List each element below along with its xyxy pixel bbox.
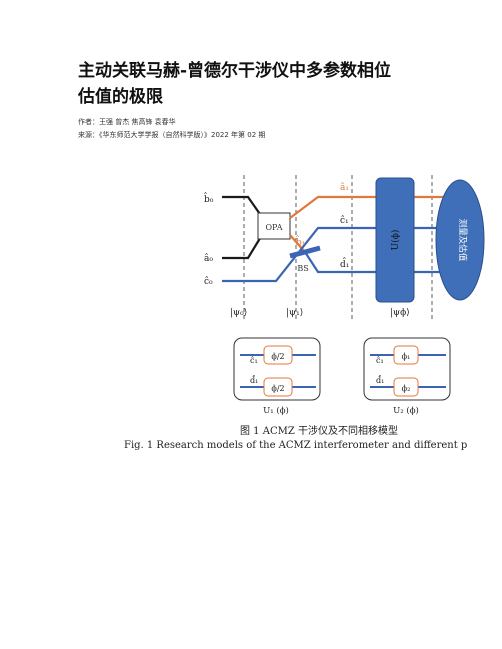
u2-phase-top-label: ϕ₁ [402, 352, 411, 361]
u2-label-d1: d̂₁ [376, 374, 384, 385]
u2-caption: U₂ (ϕ) [393, 405, 419, 416]
figure-caption-zh: 图 1 ACMZ 干涉仪及不同相移模型 [240, 426, 398, 437]
label-psiphi: |ψϕ⟩ [390, 308, 410, 318]
u2-box [363, 337, 451, 401]
figure-acmz: OPA BS U(ϕ) 测量及估值 b̂₀ â₀ ĉ₀ â₁ ĉ₁ d̂₁ b̂… [0, 160, 502, 465]
beam-a1 [289, 195, 460, 219]
label-psi0: |ψ₀⟩ [230, 308, 247, 318]
u1-phase-bottom [263, 377, 293, 397]
article-title-line1: 主动关联马赫-曾德尔干涉仪中多参数相位 [78, 61, 392, 81]
beam-b0 [222, 195, 263, 218]
u2-phase-bottom-label: ϕ₂ [402, 384, 411, 393]
uphi-box [375, 177, 415, 303]
article-title: 主动关联马赫-曾德尔干涉仪中多参数相位 估值的极限 [78, 58, 438, 110]
label-d1: d̂₁ [340, 257, 349, 270]
source-line: 来源：《华东师范大学学报（自然科学版）》2022 年第 02 期 [78, 131, 266, 139]
beam-splitter [289, 245, 321, 259]
bs-label: BS [297, 264, 308, 273]
u1-phase-top-label: ϕ/2 [271, 352, 284, 361]
opa-box [257, 212, 291, 240]
u1-box [233, 337, 321, 401]
beam-a0 [222, 234, 263, 260]
u2-label-c1: ĉ₁ [376, 356, 384, 365]
label-psi1: |ψ₁⟩ [286, 308, 303, 318]
label-a0: â₀ [204, 253, 213, 264]
label-c0: ĉ₀ [204, 276, 213, 287]
u1-caption: U₁ (ϕ) [263, 405, 289, 416]
label-b0: b̂₀ [204, 192, 214, 205]
u1-phase-bottom-label: ϕ/2 [271, 384, 284, 393]
authors-line: 作者：王强 曾杰 焦高锋 袁春华 [78, 118, 176, 126]
figure-caption-en: Fig. 1 Research models of the ACMZ inter… [124, 440, 468, 451]
u1-label-d1: d̂₁ [250, 374, 258, 385]
label-a1: â₁ [340, 182, 349, 193]
u1-phase-top [263, 345, 293, 365]
label-c1: ĉ₁ [340, 215, 349, 226]
uphi-label: U(ϕ) [390, 230, 401, 251]
detection-ellipse [435, 179, 485, 301]
article-title-line2: 估值的极限 [78, 87, 163, 107]
detection-label: 测量及估值 [457, 219, 468, 262]
label-b1: b̂₁ [296, 235, 306, 248]
u2-phase-top [393, 345, 419, 365]
u2-phase-bottom [393, 377, 419, 397]
u1-label-c1: ĉ₁ [250, 356, 258, 365]
opa-label: OPA [266, 223, 283, 232]
